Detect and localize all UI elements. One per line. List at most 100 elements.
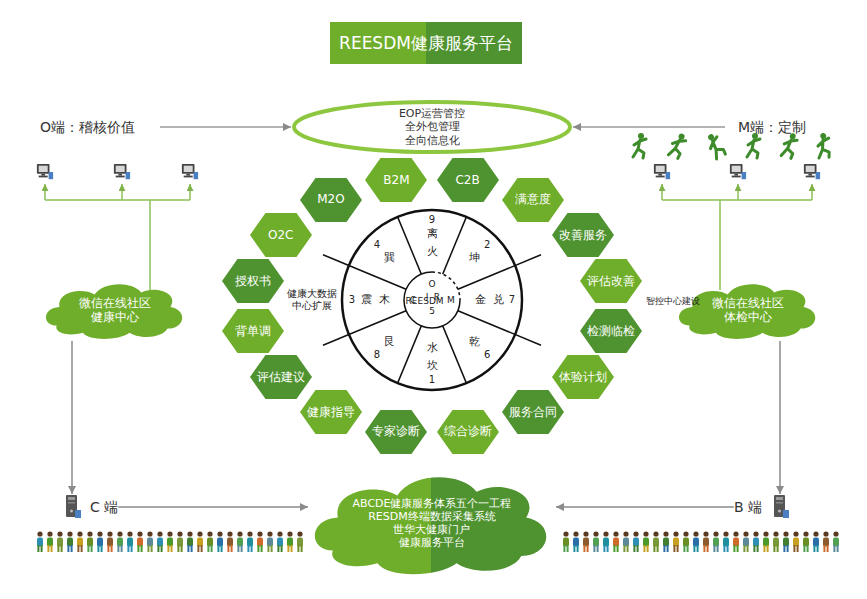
person-figure <box>673 531 679 552</box>
hexagon-cell: M2O <box>300 178 362 222</box>
person-head <box>783 531 788 536</box>
person-leg <box>137 545 139 552</box>
person-leg <box>41 545 43 552</box>
person-leg <box>131 545 133 552</box>
person-figure <box>633 531 639 552</box>
person-leg <box>71 545 73 552</box>
sector-number: 7 <box>509 294 515 306</box>
person-leg <box>51 545 53 552</box>
person-figure <box>67 531 73 552</box>
cloud-node: ABCDE健康服务体系五个一工程 RESDM终端数据采集系统 世华大健康门户 健… <box>308 468 556 578</box>
hexagon-shape <box>300 178 362 222</box>
person-figure <box>267 531 273 552</box>
person-leg <box>653 545 655 552</box>
node-text: 健康指导 <box>307 405 355 419</box>
text-group: 微信在线社区 体检中心 <box>712 296 784 325</box>
hexagon-cell: 满意度 <box>502 178 564 222</box>
person-leg <box>643 545 645 552</box>
person-leg <box>623 545 625 552</box>
person-head <box>823 531 828 536</box>
center-letter: I <box>426 292 429 303</box>
node-text: 评估建议 <box>257 370 305 384</box>
person-figure <box>47 531 53 552</box>
up-arrow <box>661 184 663 200</box>
person-figure <box>683 531 689 552</box>
person-head <box>613 531 618 536</box>
person-leg <box>753 545 755 552</box>
person-leg <box>241 545 243 552</box>
person-figure <box>167 531 173 552</box>
sector-number: 9 <box>429 214 435 226</box>
person-leg <box>807 545 809 552</box>
person-figure <box>177 531 183 552</box>
sector-number: 2 <box>484 239 490 251</box>
trigram-char: 火 <box>427 245 438 258</box>
text-group: ABCDE健康服务体系五个一工程 RESDM终端数据采集系统 世华大健康门户 健… <box>353 497 512 550</box>
person-leg <box>737 545 739 552</box>
person-head <box>713 531 718 536</box>
athlete-icon <box>781 132 798 159</box>
person-leg <box>567 545 569 552</box>
center-letter: C <box>410 295 416 306</box>
person-figure <box>613 531 619 552</box>
hexagon-shape <box>365 158 427 202</box>
trigram-char: 水 <box>427 341 438 354</box>
person-leg <box>837 545 839 552</box>
person-head <box>217 531 222 536</box>
node-text: 微信在线社区 体检中心 <box>712 296 784 325</box>
person-head <box>683 531 688 536</box>
person-leg <box>97 545 99 552</box>
text-group: 评估改善 <box>587 274 635 288</box>
person-leg <box>297 545 299 552</box>
person-head <box>127 531 132 536</box>
person-leg <box>221 545 223 552</box>
hexagon-cell: C2B <box>437 158 499 202</box>
person-head <box>743 531 748 536</box>
person-leg <box>767 545 769 552</box>
node-text: 体验计划 <box>559 370 607 384</box>
hexagon-shape <box>437 410 499 454</box>
computer-icon <box>114 164 130 179</box>
person-leg <box>251 545 253 552</box>
person-head <box>563 531 568 536</box>
trigram-char: 木 <box>379 293 390 306</box>
person-leg <box>817 545 819 552</box>
node-text: 服务合同 <box>509 405 557 419</box>
text-group: 改善服务 <box>559 228 607 242</box>
person-figure <box>127 531 133 552</box>
person-leg <box>823 545 825 552</box>
text-group: 服务合同 <box>509 405 557 419</box>
sector-number: 1 <box>429 374 435 386</box>
hexagon-shape <box>222 259 284 303</box>
person-leg <box>101 545 103 552</box>
sector-spoke <box>443 326 467 383</box>
person-figure <box>693 531 699 552</box>
person-leg <box>747 545 749 552</box>
text-group: 微信在线社区 健康中心 <box>79 296 151 325</box>
person-figure <box>783 531 789 552</box>
person-head <box>267 531 272 536</box>
person-leg <box>663 545 665 552</box>
title-banner: REESDM健康服务平台 <box>330 22 522 64</box>
text-group: B 端 <box>734 499 762 516</box>
center-letter: M <box>447 295 455 306</box>
person-leg <box>177 545 179 552</box>
node-text: B2M <box>383 173 409 187</box>
person-leg <box>47 545 49 552</box>
person-head <box>207 531 212 536</box>
person-leg <box>267 545 269 552</box>
person-figure <box>703 531 709 552</box>
person-leg <box>247 545 249 552</box>
hub-ellipse: EOP运营管控 全外包管理 全向信息化 <box>292 100 572 154</box>
person-figure <box>227 531 233 552</box>
text-group: 体验计划 <box>559 370 607 384</box>
person-leg <box>647 545 649 552</box>
bus-line <box>662 199 812 201</box>
person-leg <box>637 545 639 552</box>
person-head <box>107 531 112 536</box>
trigram-char: 艮 <box>384 336 395 349</box>
cloud-shape <box>315 477 546 574</box>
person-leg <box>257 545 259 552</box>
text-group: C2B <box>455 173 479 187</box>
